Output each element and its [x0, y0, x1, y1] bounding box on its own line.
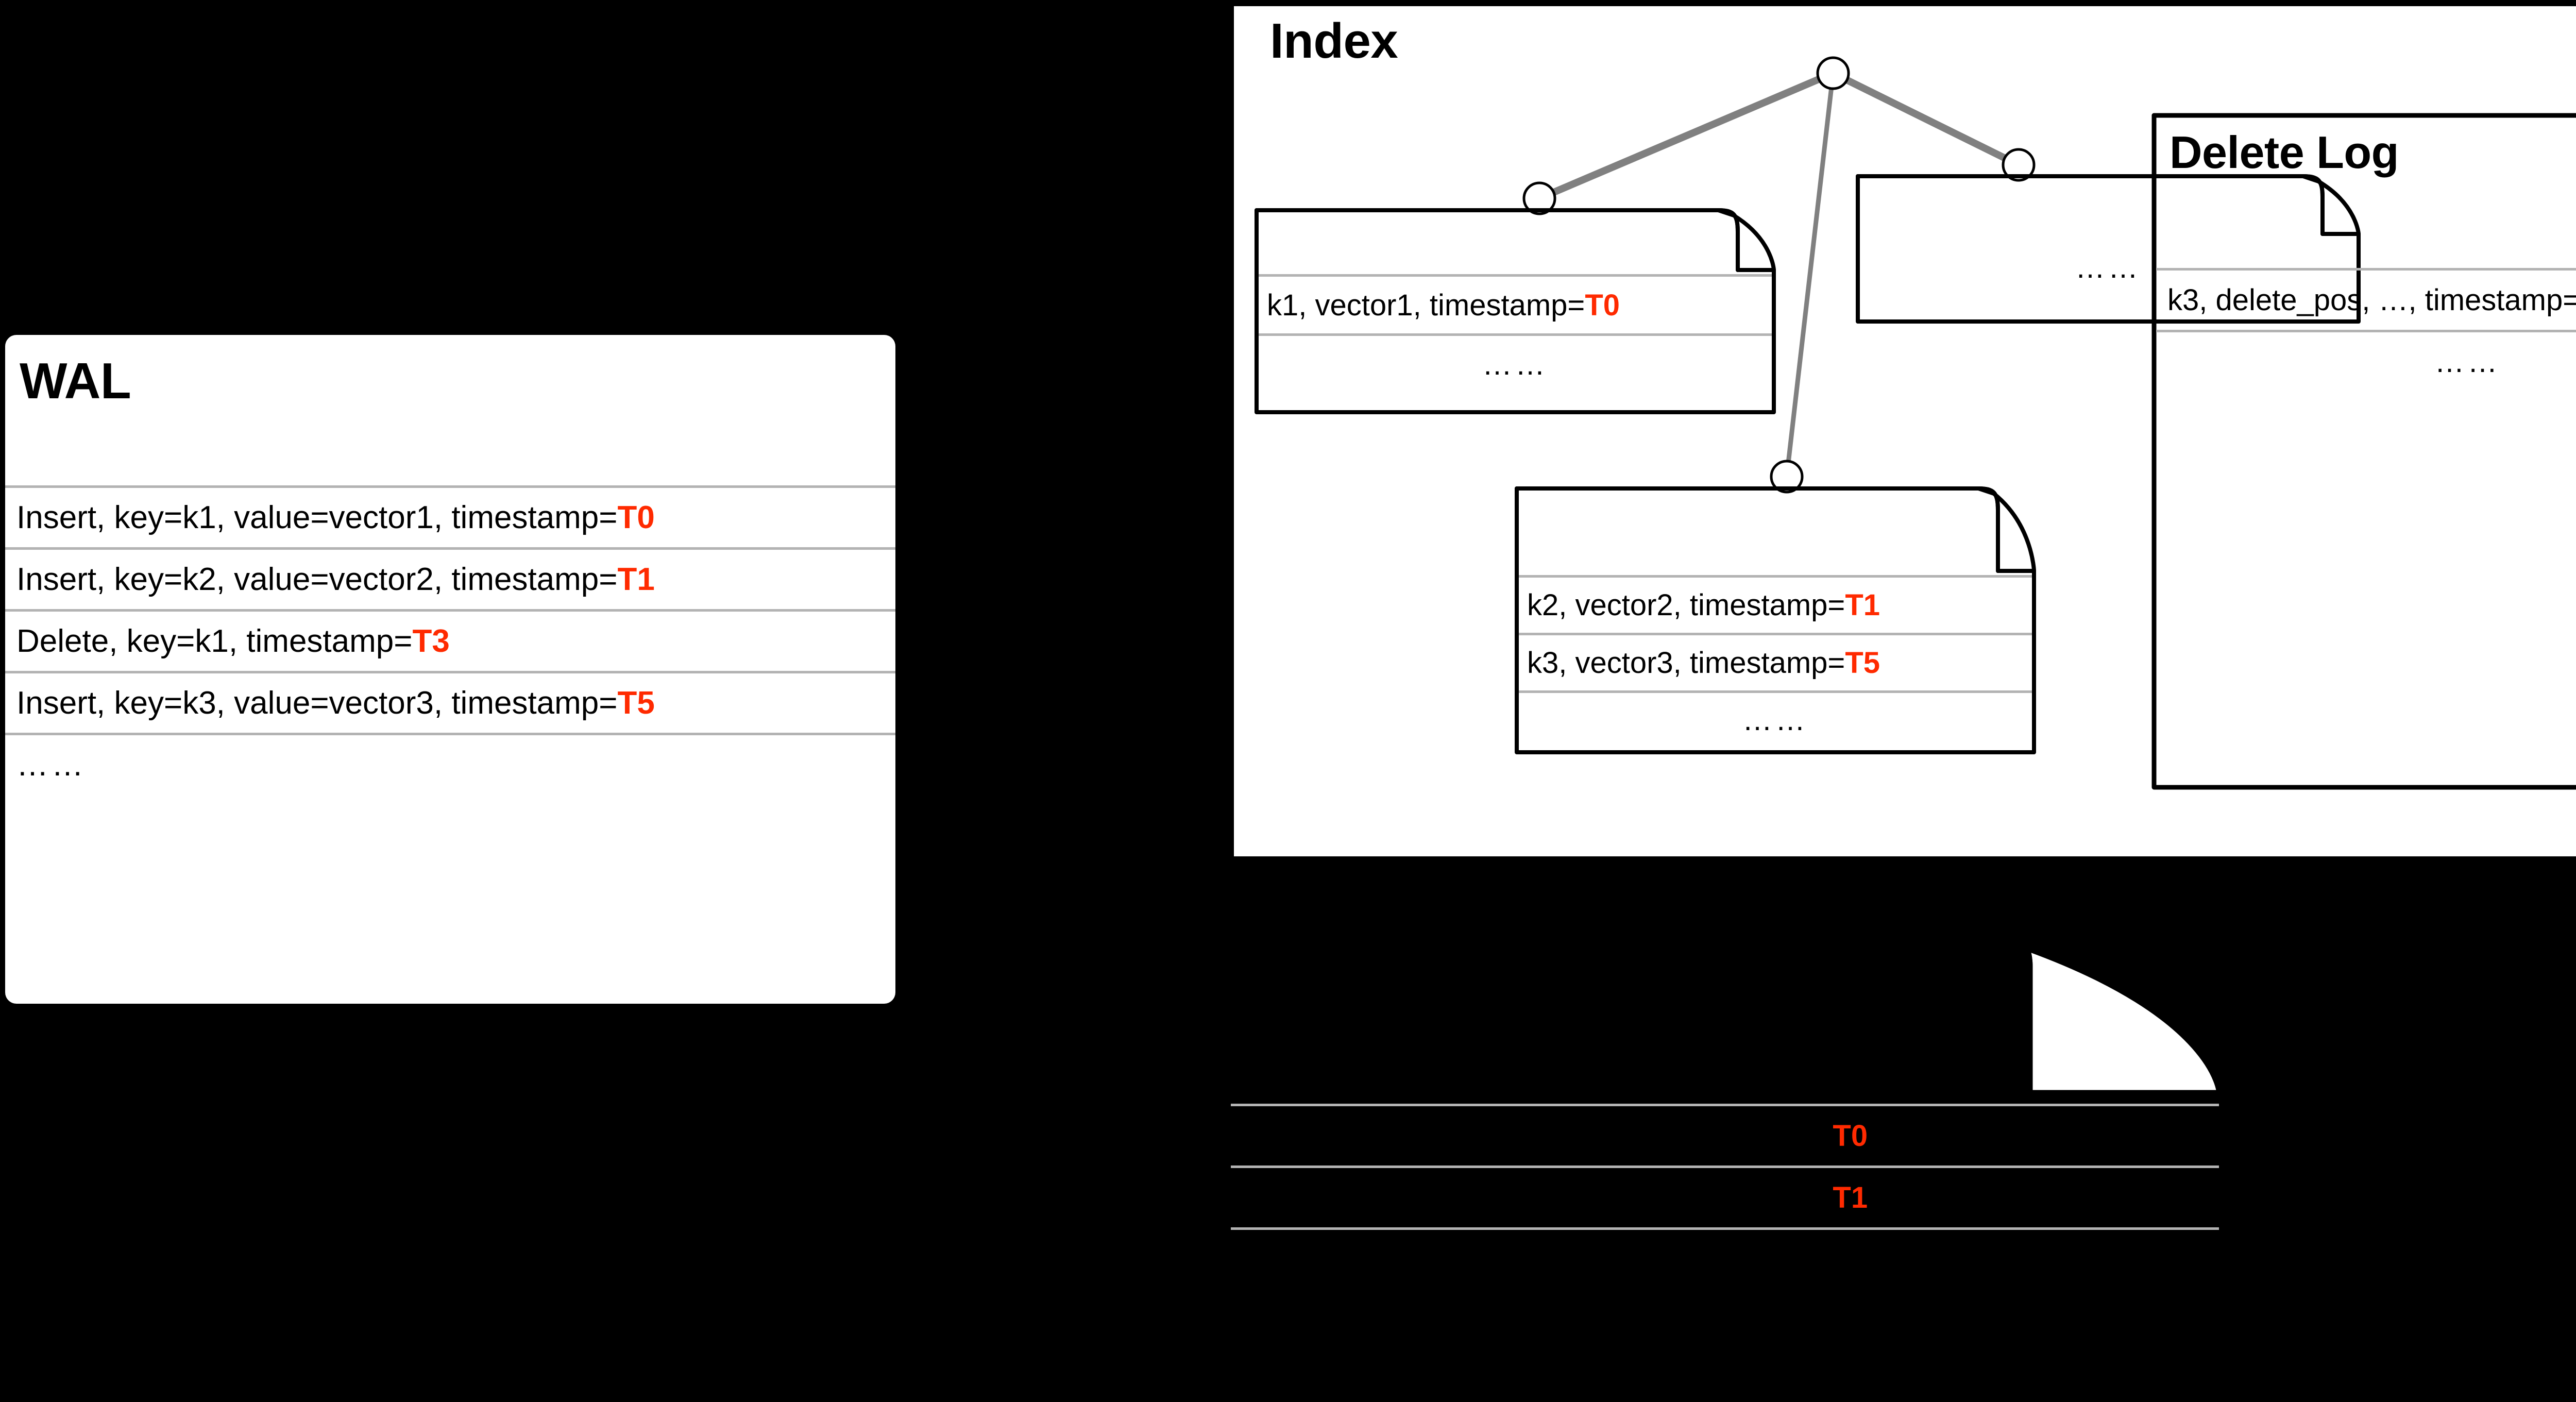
index-card-row-timestamp: T5 — [1845, 646, 1880, 680]
index-card-row-text: …… — [1742, 703, 1808, 737]
index-card-k2k3-body: k2, vector2, timestamp=T1 k3, vector3, t… — [1515, 486, 2036, 754]
bin-log-rows: Op=Insert, execution_time=3,…,timestamp=… — [1231, 1104, 2219, 1289]
bin-log-row-timestamp: T1 — [1833, 1181, 1868, 1214]
delete-log-rows: k3, delete_pos, …, timestamp=T3 …… — [2156, 268, 2576, 392]
delete-log-row: k3, delete_pos, …, timestamp=T3 — [2156, 268, 2576, 330]
wal-row-text: Insert, key=k1, value=vector1, timestamp… — [16, 500, 618, 535]
wal-row-text: …… — [16, 747, 87, 783]
tree-edge-root-right — [1831, 70, 2021, 168]
index-card-row: k2, vector2, timestamp=T1 — [1519, 575, 2032, 633]
delete-log-card-main: Delete Log k3, delete_pos, …, timestamp=… — [2151, 113, 2576, 790]
bin-log-row: Op=Insert, execution_time=5,…,timestamp=… — [1231, 1165, 2219, 1227]
wal-row-timestamp: T1 — [617, 562, 655, 597]
delete-log-row-text: …… — [2434, 345, 2501, 379]
bin-log-row-text: Op=Insert, execution_time=3,…,timestamp= — [1247, 1119, 1833, 1153]
index-card-row: k1, vector1, timestamp=T0 — [1259, 274, 1772, 333]
index-card-row-timestamp: T0 — [1585, 288, 1620, 322]
bin-log-row-text: Op=Insert, execution_time=5,…,timestamp= — [1247, 1181, 1833, 1214]
index-card-row-text: k2, vector2, timestamp= — [1527, 588, 1845, 622]
delete-log-row: …… — [2156, 330, 2576, 392]
index-card-row-text: k1, vector1, timestamp= — [1267, 288, 1585, 322]
index-card-more-ellipsis: …… — [2075, 251, 2141, 284]
bin-log-body: Bin Log Op=Insert, execution_time=3,…,ti… — [1228, 939, 2222, 1402]
bin-log-card: Bin Log Op=Insert, execution_time=3,…,ti… — [1224, 935, 2224, 1402]
bin-log-row-timestamp: T0 — [1833, 1119, 1868, 1153]
wal-row-timestamp: T5 — [617, 685, 655, 721]
tree-node-root — [1816, 56, 1850, 90]
tree-edge-root-left — [1538, 70, 1835, 202]
delete-log-body: Delete Log k3, delete_pos, …, timestamp=… — [2152, 113, 2576, 789]
bin-log-row: …… — [1231, 1227, 2219, 1289]
wal-row-timestamp: T3 — [412, 623, 450, 659]
index-panel: Index k1, v — [1234, 6, 2576, 856]
wal-row: Delete, key=k1, timestamp=T3 — [5, 609, 895, 671]
tree-edge-root-middle — [1784, 73, 1836, 477]
wal-row: …… — [5, 733, 895, 795]
wal-row: Insert, key=k1, value=vector1, timestamp… — [5, 485, 895, 547]
index-card-row-text: k3, vector3, timestamp= — [1527, 646, 1845, 680]
delete-log-title: Delete Log — [2170, 127, 2399, 178]
delete-log-row-text: k3, delete_pos, …, timestamp= — [2167, 283, 2576, 317]
index-card-more-body: …… — [1856, 174, 2361, 324]
index-card-row-timestamp: T1 — [1845, 588, 1880, 622]
bin-log-row: Op=Insert, execution_time=3,…,timestamp=… — [1231, 1104, 2219, 1165]
wal-row: Insert, key=k2, value=vector2, timestamp… — [5, 547, 895, 609]
index-card-row-text: …… — [1482, 347, 1548, 381]
index-card-k1: k1, vector1, timestamp=T0 …… — [1255, 208, 1776, 414]
wal-row-text: Insert, key=k2, value=vector2, timestamp… — [16, 562, 618, 597]
index-card-row: …… — [1519, 690, 2032, 747]
wal-row-text: Insert, key=k3, value=vector3, timestamp… — [16, 685, 618, 721]
wal-panel: WAL Insert, key=k1, value=vector1, times… — [5, 335, 895, 1004]
bin-log-title: Bin Log — [1245, 950, 1424, 1004]
wal-row-list: Insert, key=k1, value=vector1, timestamp… — [5, 485, 895, 795]
index-card-row: k3, vector3, timestamp=T5 — [1519, 633, 2032, 690]
wal-row-timestamp: T0 — [617, 500, 655, 535]
bin-log-row-text: …… — [1247, 1243, 1313, 1276]
index-card-row: …… — [1259, 333, 1772, 393]
index-card-k2k3-rows: k2, vector2, timestamp=T1 k3, vector3, t… — [1519, 575, 2032, 747]
wal-row: Insert, key=k3, value=vector3, timestamp… — [5, 671, 895, 733]
wal-title: WAL — [20, 352, 131, 409]
index-card-k2k3: k2, vector2, timestamp=T1 k3, vector3, t… — [1515, 486, 2036, 754]
index-card-k1-rows: k1, vector1, timestamp=T0 …… — [1259, 274, 1772, 393]
index-title: Index — [1270, 13, 1398, 69]
wal-row-text: Delete, key=k1, timestamp= — [16, 623, 413, 659]
index-card-k1-body: k1, vector1, timestamp=T0 …… — [1255, 208, 1776, 414]
